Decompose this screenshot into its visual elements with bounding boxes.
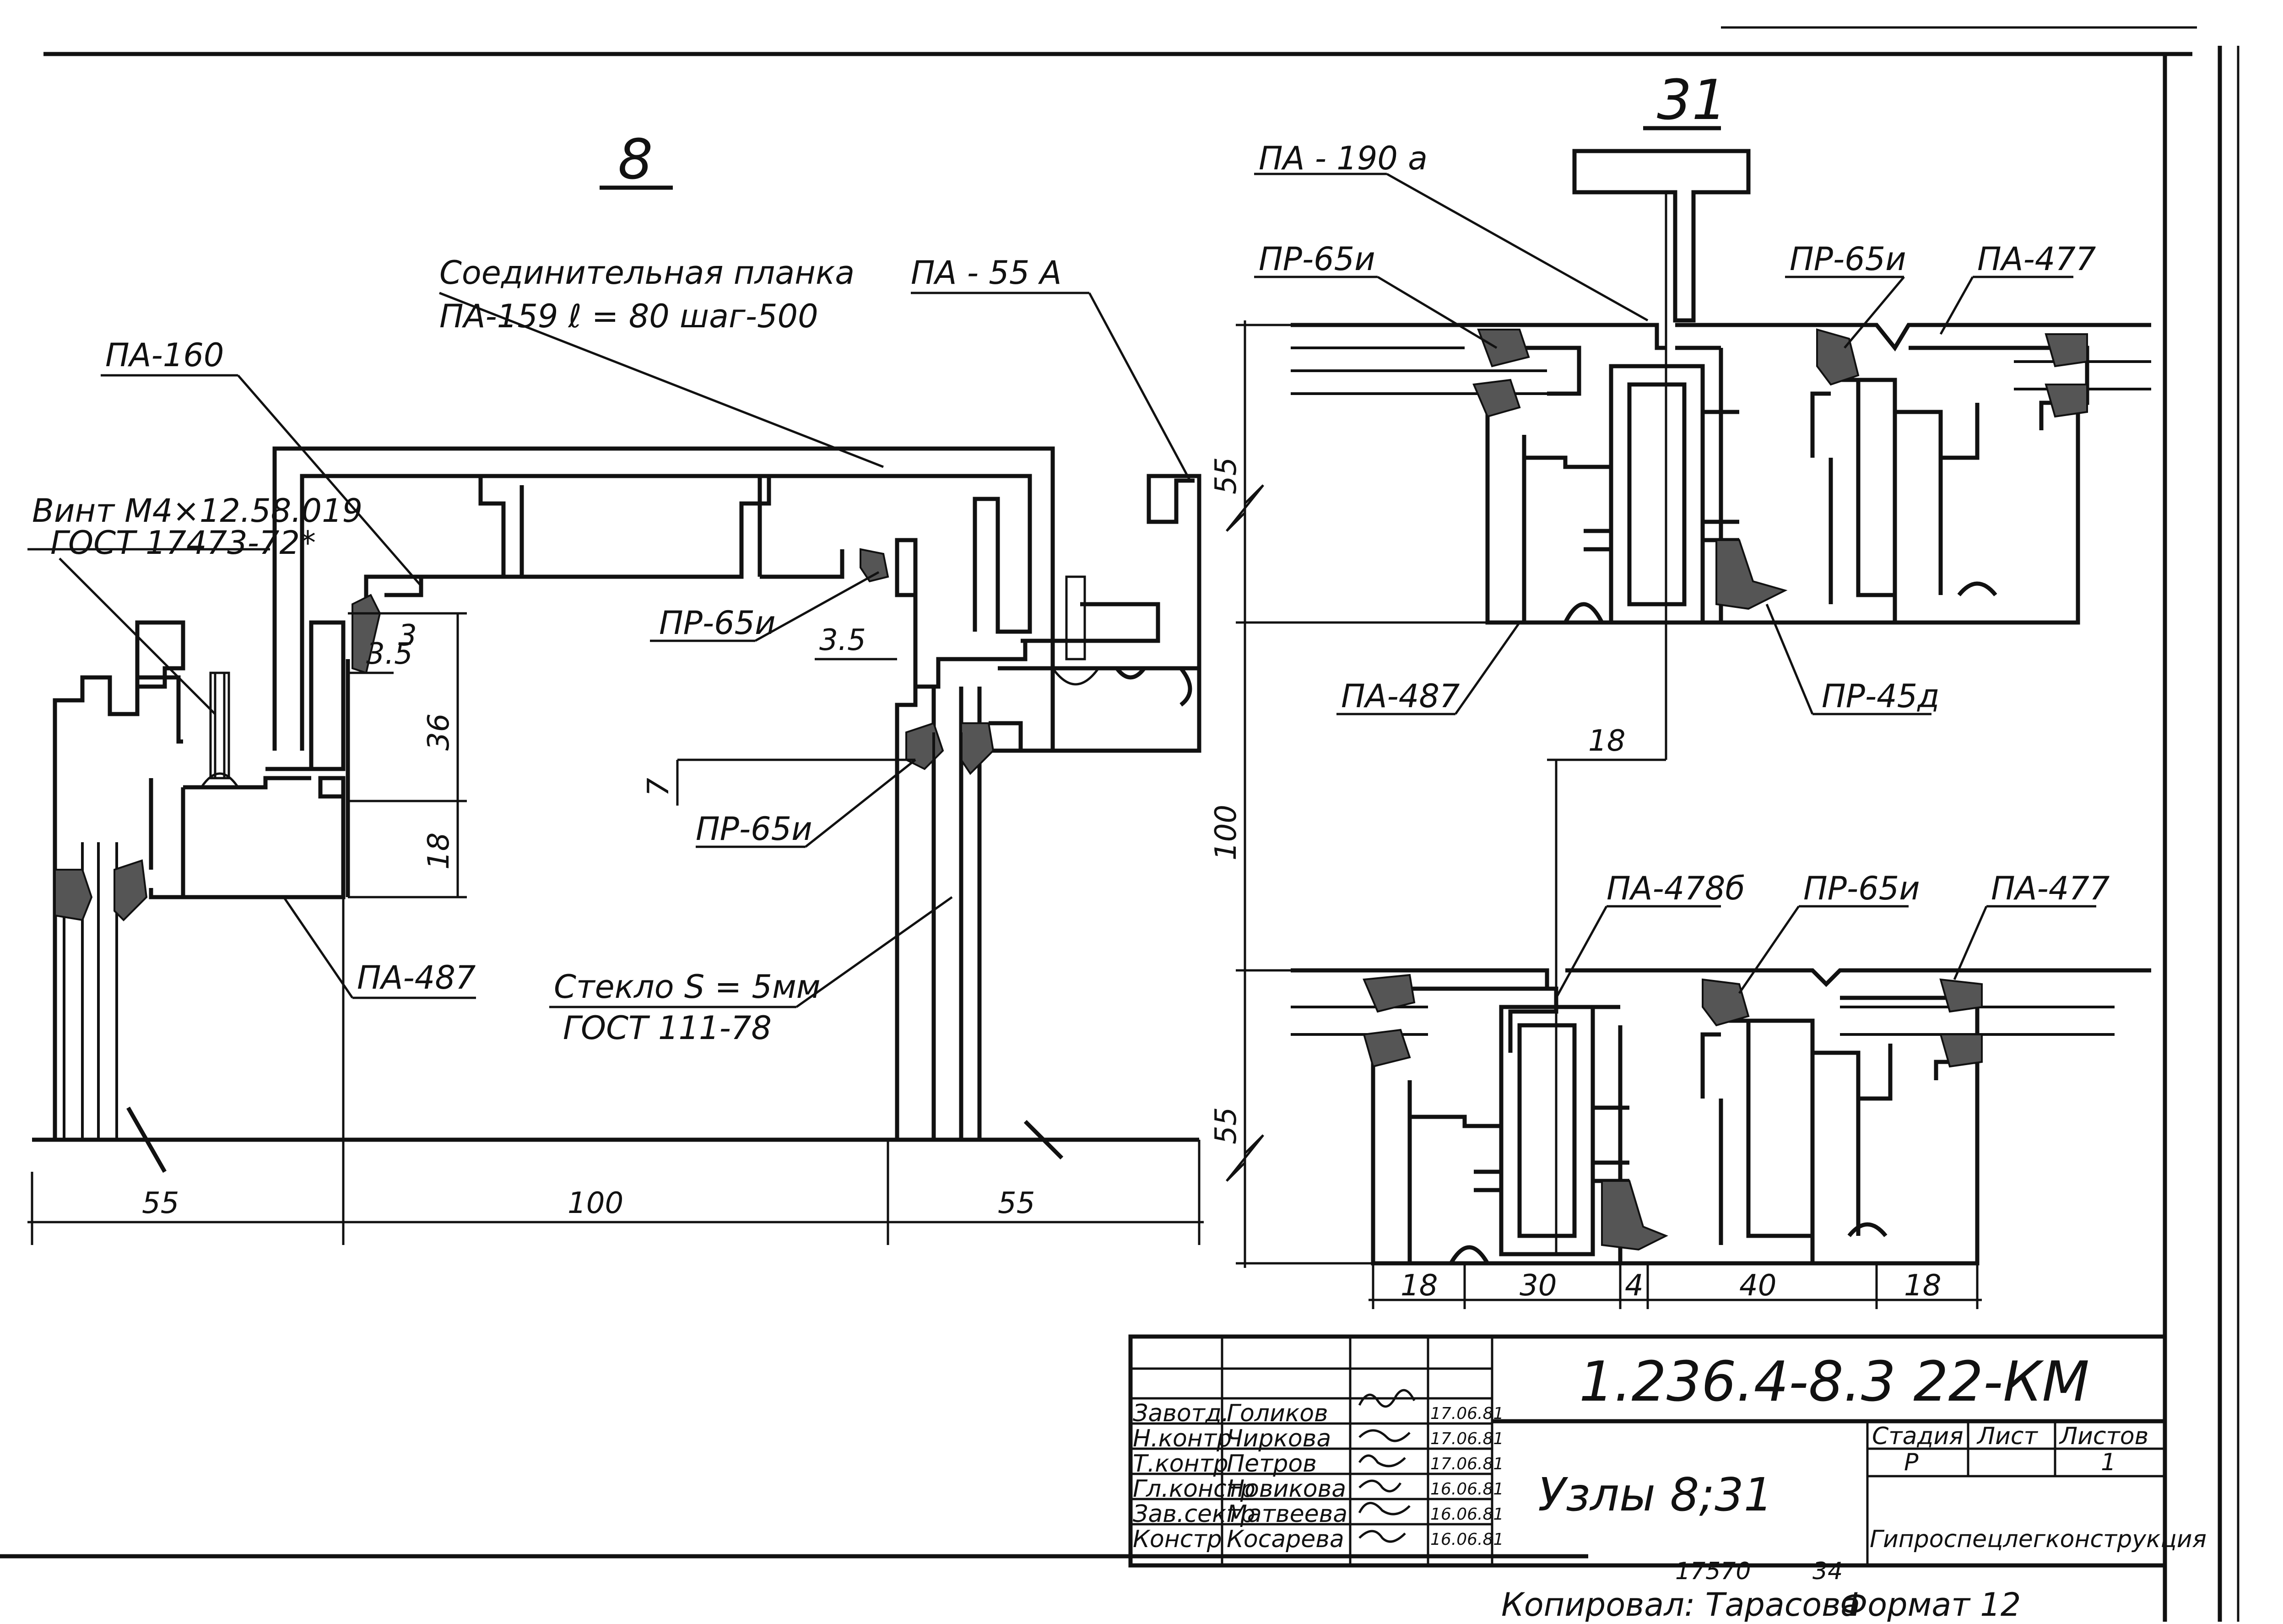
- sheets-header: Листов: [2059, 1423, 2148, 1450]
- sig-role-2: Т.контр: [1133, 1450, 1228, 1478]
- screw-spec-label: Винт М4×12.58.019: [32, 492, 362, 530]
- sig-role-0: Завотд.: [1133, 1400, 1229, 1427]
- glass-gost-label: ГОСТ 111-78: [563, 1009, 772, 1047]
- stage-header: Стадия: [1872, 1423, 1964, 1450]
- stage-value: Р: [1904, 1449, 1919, 1476]
- pa477-top-label: ПА-477: [1977, 240, 2096, 278]
- sig-name-1: Чиркова: [1227, 1425, 1331, 1452]
- sig-date-4: 16.06.81: [1430, 1505, 1504, 1524]
- dim-55-top: 55: [1209, 457, 1243, 494]
- sheet-header: Лист: [1976, 1423, 2038, 1450]
- detail-31-title: 31: [1657, 69, 1727, 132]
- screw-gost-label: ГОСТ 17473-72*: [50, 524, 316, 562]
- pa55a-label: ПА - 55 А: [911, 254, 1062, 292]
- sig-date-3: 16.06.81: [1430, 1480, 1504, 1499]
- title-block: 1.236.4-8.3 22-КМ Узлы 8;31 Стадия Лист …: [1128, 1334, 2207, 1568]
- dim-b18-right: 18: [1904, 1269, 1941, 1303]
- pr65i-b-label: ПР-65и: [1790, 240, 1906, 278]
- pa487-label: ПА-487: [357, 959, 476, 996]
- dim-b30: 30: [1520, 1269, 1557, 1303]
- sheet-frame: [0, 26, 2240, 1622]
- pr65i-a-label: ПР-65и: [1259, 240, 1375, 278]
- connector-strip-spec: ПА-159 ℓ = 80 шаг-500: [439, 298, 818, 335]
- dim-3-5-left: 3.5: [366, 637, 413, 671]
- sig-date-1: 17.06.81: [1430, 1429, 1504, 1448]
- detail-31: 31: [1209, 69, 2151, 1309]
- dim-55-right: 55: [998, 1186, 1035, 1220]
- dim-b18-left: 18: [1401, 1269, 1438, 1303]
- dim-100: 100: [568, 1186, 623, 1220]
- sig-role-3: Гл.констр: [1133, 1475, 1255, 1503]
- stamp-page: 34: [1812, 1558, 1843, 1585]
- dim-55-left: 55: [142, 1186, 179, 1220]
- format-label: Формат 12: [1840, 1586, 2021, 1622]
- dim-36: 36: [422, 714, 456, 751]
- pa160-label: ПА-160: [105, 336, 224, 374]
- sig-role-5: Констр: [1133, 1526, 1222, 1553]
- sheets-value: 1: [2101, 1449, 2116, 1476]
- footer: 17570 34 Копировал: Тарасова Формат 12: [1501, 1558, 2021, 1624]
- sig-name-0: Голиков: [1227, 1400, 1328, 1427]
- sheet-title: Узлы 8;31: [1538, 1468, 1773, 1521]
- connector-strip-label: Соединительная планка: [439, 254, 855, 292]
- sig-name-4: Матвеева: [1227, 1500, 1347, 1528]
- pa190a-label: ПА - 190 а: [1259, 140, 1428, 177]
- sig-name-5: Косарева: [1227, 1526, 1344, 1553]
- dim-3: 3: [398, 619, 417, 653]
- doc-number: 1.236.4-8.3 22-КМ: [1579, 1350, 2089, 1414]
- dim-18: 18: [422, 833, 456, 870]
- dim-b4: 4: [1625, 1269, 1644, 1303]
- pa478b-label: ПА-478б: [1607, 870, 1745, 907]
- pa477-bottom-label: ПА-477: [1991, 870, 2110, 907]
- sig-date-5: 16.06.81: [1430, 1530, 1504, 1549]
- detail-8: 8: [27, 128, 1204, 1245]
- glass-spec-label: Стекло S = 5мм: [554, 968, 821, 1006]
- pr45d-label: ПР-45д: [1822, 677, 1940, 715]
- sig-name-3: Новикова: [1227, 1475, 1346, 1503]
- sig-date-2: 17.06.81: [1430, 1455, 1504, 1473]
- dim-7: 7: [642, 778, 676, 796]
- sig-date-0: 17.06.81: [1430, 1404, 1504, 1423]
- dim-55-bottom: 55: [1209, 1107, 1243, 1144]
- copied-by: Копировал: Тарасова: [1501, 1586, 1860, 1622]
- dim-100-vertical: 100: [1209, 805, 1243, 861]
- stamp-number: 17570: [1675, 1558, 1751, 1585]
- sig-role-1: Н.контр: [1133, 1425, 1232, 1452]
- signature-scribbles: [1358, 1389, 1416, 1543]
- sig-name-2: Петров: [1227, 1450, 1317, 1478]
- organization: Гипроспецлегконструкция: [1870, 1526, 2207, 1553]
- dim-3-5-right: 3.5: [819, 623, 866, 657]
- pr65i-c-label: ПР-65и: [1803, 870, 1920, 907]
- sig-role-4: Зав.сектр: [1133, 1500, 1255, 1528]
- dim-18-top: 18: [1588, 724, 1625, 758]
- pr65i-mid-label: ПР-65и: [696, 810, 812, 848]
- pr65i-top-label: ПР-65и: [659, 604, 776, 642]
- detail-8-title: 8: [618, 128, 653, 192]
- pa487-31-label: ПА-487: [1341, 677, 1460, 715]
- dim-b40: 40: [1739, 1269, 1776, 1303]
